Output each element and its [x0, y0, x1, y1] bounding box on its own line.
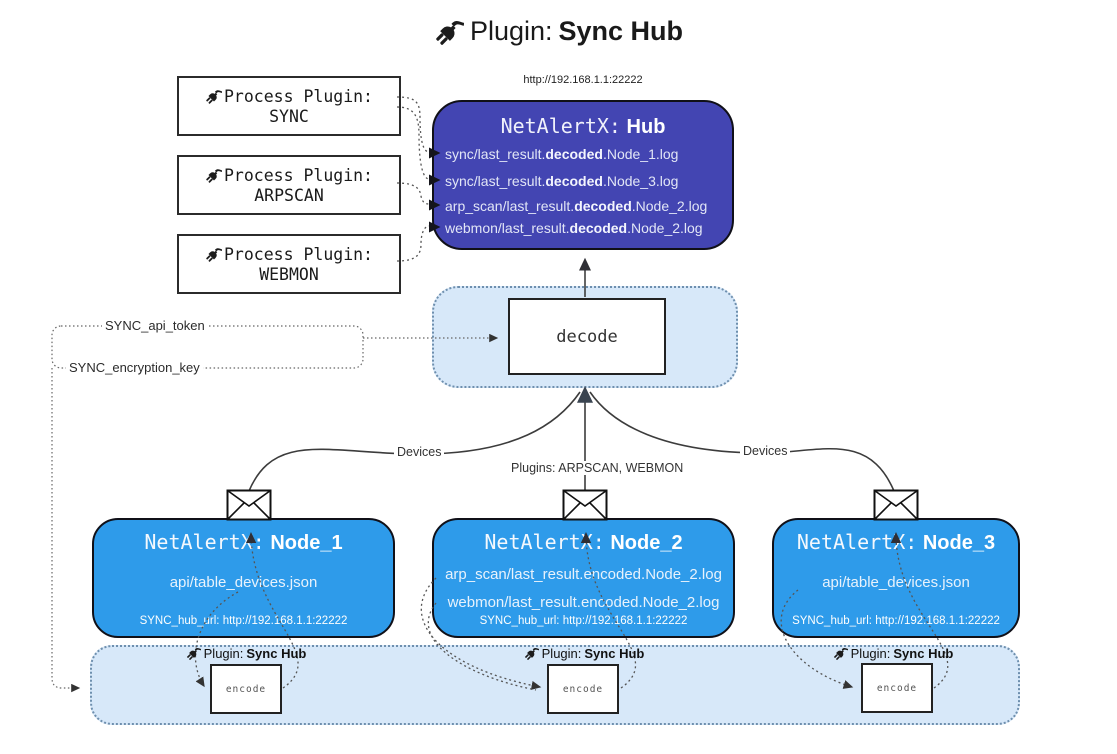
node-hub-url: SYNC_hub_url: http://192.168.1.1:22222: [479, 615, 688, 627]
plugins-label-mid: Plugins: ARPSCAN, WEBMON: [508, 461, 687, 475]
plug-icon: [206, 247, 222, 262]
hub-log-line: sync/last_result.decoded.Node_3.log: [445, 173, 679, 189]
encode-box: encode: [210, 664, 282, 714]
encoder-plugin-label: Plugin: Sync Hub: [803, 646, 983, 661]
node-1-box: NetAlertX: Node_1 api/table_devices.json…: [92, 518, 395, 638]
node-hub-url: SYNC_hub_url: http://192.168.1.1:22222: [792, 615, 1000, 627]
plug-icon: [524, 647, 539, 660]
encoder-plugin-label: Plugin: Sync Hub: [494, 646, 674, 661]
hub-title: NetAlertX: Hub: [434, 114, 732, 139]
plug-icon: [436, 20, 464, 45]
devices-label-left: Devices: [394, 445, 445, 459]
node-2-box: NetAlertX: Node_2 arp_scan/last_result.e…: [432, 518, 735, 638]
hub-log-line: arp_scan/last_result.decoded.Node_2.log: [445, 198, 708, 214]
node-3-box: NetAlertX: Node_3 api/table_devices.json…: [772, 518, 1020, 638]
process-plugin-name: SYNC: [269, 106, 309, 126]
hub-log-line: webmon/last_result.decoded.Node_2.log: [445, 220, 703, 236]
sync-encryption-key-label: SYNC_encryption_key: [66, 360, 203, 375]
node-title: NetAlertX: Node_3: [796, 530, 996, 554]
node-file: api/table_devices.json: [822, 574, 970, 591]
encode-box: encode: [547, 664, 619, 714]
plug-icon: [833, 647, 848, 660]
sync-api-token-label: SYNC_api_token: [102, 318, 208, 333]
encoder-plugin-label: Plugin: Sync Hub: [156, 646, 336, 661]
process-plugin-box-arpscan: Process Plugin: ARPSCAN: [177, 155, 401, 215]
process-plugin-label: Process Plugin:: [223, 165, 373, 185]
process-plugin-label: Process Plugin:: [223, 244, 373, 264]
node-title: NetAlertX: Node_2: [484, 530, 683, 554]
envelope-icon: [873, 489, 919, 521]
page-title: Plugin: Sync Hub: [0, 16, 1117, 47]
node-file: webmon/last_result.encoded.Node_2.log: [447, 594, 720, 611]
node-hub-url: SYNC_hub_url: http://192.168.1.1:22222: [139, 615, 348, 627]
hub-log-line: sync/last_result.decoded.Node_1.log: [445, 146, 679, 162]
title-name: Sync Hub: [558, 16, 684, 46]
plug-icon: [186, 647, 201, 660]
plug-icon: [206, 168, 222, 183]
node-title: NetAlertX: Node_1: [144, 530, 343, 554]
node-to-decode-curves: [248, 386, 895, 492]
process-plugin-name: ARPSCAN: [254, 185, 324, 205]
process-plugin-name: WEBMON: [259, 264, 319, 284]
encode-box: encode: [861, 663, 933, 713]
node-file: arp_scan/last_result.encoded.Node_2.log: [445, 566, 722, 583]
hub-title-name: Hub: [626, 116, 666, 138]
envelope-icon: [562, 489, 608, 521]
hub-box: NetAlertX: Hub sync/last_result.decoded.…: [432, 100, 734, 250]
node-file: api/table_devices.json: [169, 574, 318, 591]
hub-title-prefix: NetAlertX:: [500, 114, 621, 138]
title-prefix: Plugin:: [469, 16, 553, 46]
decode-box: decode: [508, 298, 666, 375]
envelope-icon: [226, 489, 272, 521]
process-plugin-box-webmon: Process Plugin: WEBMON: [177, 234, 401, 294]
process-plugin-box-sync: Process Plugin: SYNC: [177, 76, 401, 136]
plug-icon: [206, 89, 222, 104]
hub-url-label: http://192.168.1.1:22222: [523, 74, 643, 86]
plugin-to-hub-links: [396, 96, 430, 262]
devices-label-right: Devices: [740, 444, 791, 458]
process-plugin-label: Process Plugin:: [223, 86, 373, 106]
